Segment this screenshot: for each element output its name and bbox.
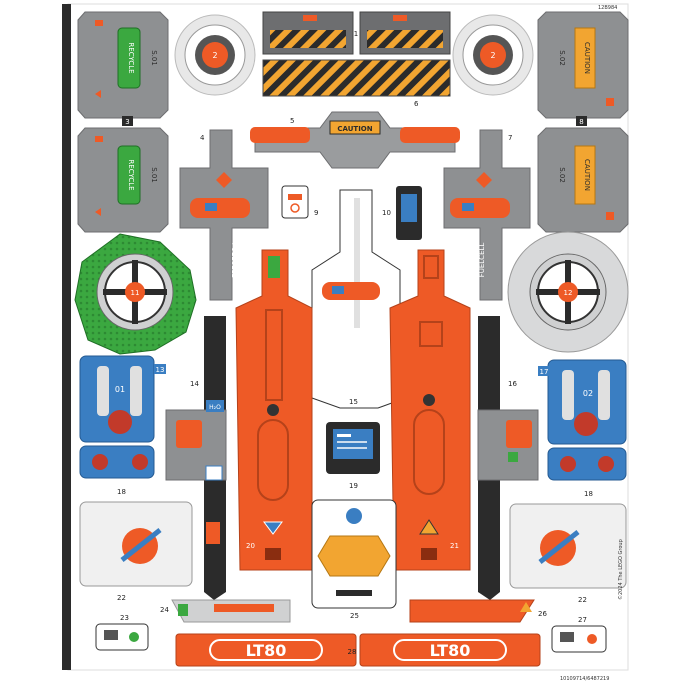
sticker-4: FUELCELL 4 — [179, 129, 269, 301]
s01-label: S.01 — [150, 50, 158, 66]
sticker-17: 02 17 — [538, 359, 627, 445]
sticker-2-left: 2 — [174, 14, 256, 96]
sticker-number: 21 — [450, 542, 459, 550]
sticker-28: LT80 LT80 28 — [175, 633, 541, 667]
sticker-24: 24 — [160, 599, 291, 623]
caution-label: CAUTION — [583, 42, 591, 74]
sticker-13: 01 13 — [79, 355, 166, 443]
sticker-number: 18 — [584, 490, 593, 498]
sticker-number: 24 — [160, 606, 169, 614]
sticker-8b: CAUTION S.02 — [537, 127, 629, 233]
sticker-number: 8 — [579, 118, 583, 126]
recycle-label: RECYCLE — [127, 159, 135, 190]
sticker-27: 27 — [551, 616, 607, 653]
sticker-11: 11 — [74, 233, 197, 355]
h2o-label: H₂O — [209, 404, 221, 411]
sticker-number: 16 — [508, 380, 517, 388]
sticker-21: 21 — [389, 249, 471, 571]
sticker-8: CAUTION S.02 — [537, 11, 629, 119]
sticker-23: 23 — [95, 614, 149, 651]
sticker-1: 1 — [262, 11, 451, 55]
sticker-18-left: 18 — [79, 445, 155, 496]
sticker-16: 16 — [477, 316, 539, 600]
sticker-number: 10 — [382, 209, 391, 217]
sticker-number: 19 — [349, 482, 358, 490]
sticker-number: 28 — [348, 648, 357, 656]
sticker-12: 12 — [507, 231, 629, 353]
sticker-number: 12 — [564, 289, 573, 297]
sticker-25: 25 — [311, 499, 397, 620]
sticker-number: 5 — [290, 117, 294, 125]
sticker-5: CAUTION 5 — [250, 111, 460, 169]
sticker-26: 26 — [409, 599, 547, 623]
sticker-number: 23 — [120, 614, 129, 622]
sheet-code: 12B984 — [598, 5, 617, 11]
sticker-number: 6 — [414, 100, 419, 108]
sticker-9: 9 — [281, 185, 318, 219]
fuelcell-label: FUELCELL — [230, 243, 238, 278]
sticker-number: 20 — [246, 542, 255, 550]
caution-label: CAUTION — [583, 159, 591, 191]
lt80-label: LT80 — [430, 641, 471, 660]
sticker-number: 4 — [200, 134, 205, 142]
sticker-18-right: 18 — [547, 447, 627, 498]
sticker-number: 17 — [540, 368, 549, 376]
sticker-number: 18 — [117, 488, 126, 496]
fuelcell-label: FUELCELL — [478, 243, 486, 278]
caution-label: CAUTION — [337, 125, 372, 133]
sticker-number: 22 — [578, 596, 587, 604]
part-number: 10109714/6487219 — [560, 676, 609, 682]
n02-label: 02 — [583, 389, 593, 398]
sticker-number: 3 — [125, 118, 129, 126]
sticker-number: 26 — [538, 610, 547, 618]
sticker-number: 7 — [508, 134, 512, 142]
sticker-14: H₂O 14 — [165, 316, 227, 600]
sticker-19: 19 — [326, 422, 380, 490]
sticker-22-left: 22 — [79, 501, 193, 602]
lt80-label: LT80 — [246, 641, 287, 660]
sticker-number: 22 — [117, 594, 126, 602]
sticker-number: 25 — [350, 612, 359, 620]
sticker-number: 13 — [156, 366, 165, 374]
sticker-number: 1 — [354, 30, 358, 38]
recycle-label: RECYCLE — [127, 42, 135, 73]
sticker-15: 15 — [311, 189, 401, 409]
sticker-3: RECYCLE S.01 — [77, 11, 169, 119]
s02-label: S.02 — [558, 167, 566, 183]
sticker-2-right: 2 — [452, 14, 534, 96]
sticker-3b: RECYCLE S.01 — [77, 127, 169, 233]
sticker-10: 10 — [382, 186, 422, 240]
sticker-number: 2 — [490, 51, 495, 60]
sticker-number: 15 — [349, 398, 358, 406]
s02-label: S.02 — [558, 50, 566, 66]
sticker-22-right: 22 — [509, 503, 627, 604]
n01-label: 01 — [115, 385, 125, 394]
copyright-text: ©2024 The LEGO Group — [617, 539, 624, 600]
sticker-number: 14 — [190, 380, 199, 388]
s01-label: S.01 — [150, 167, 158, 183]
sticker-number: 9 — [314, 209, 318, 217]
sticker-6: 6 — [262, 59, 451, 108]
sticker-number: 2 — [212, 51, 217, 60]
sticker-7: FUELCELL 7 — [443, 129, 531, 301]
sticker-number: 27 — [578, 616, 587, 624]
sticker-number: 11 — [131, 289, 140, 297]
sheet-edge-strip — [62, 4, 71, 670]
